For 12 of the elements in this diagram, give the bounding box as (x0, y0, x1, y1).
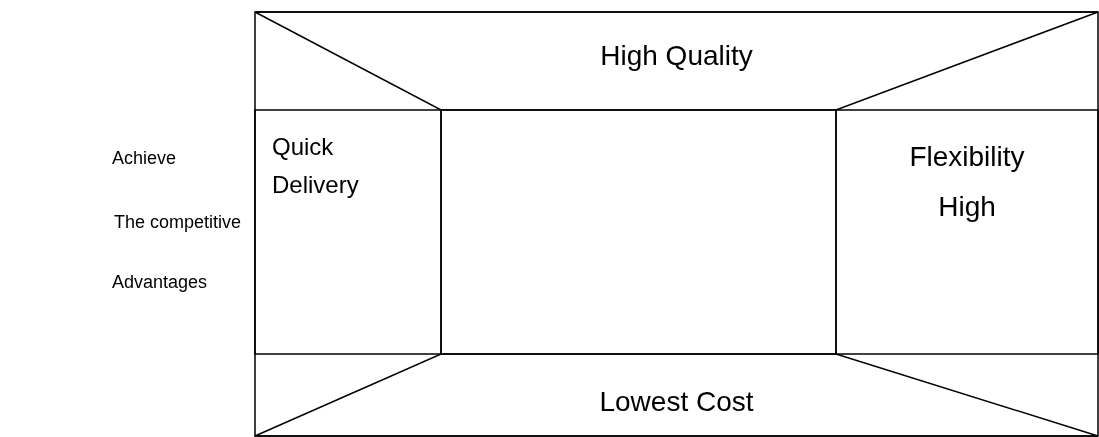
top-panel (255, 12, 1098, 110)
panel-label: Flexibility High (908, 140, 1026, 224)
center-panel (441, 110, 836, 354)
panel-label: Lowest Cost (598, 386, 755, 418)
side-note: Achieve (112, 148, 177, 169)
side-note: Advantages (112, 272, 208, 293)
side-note: The competitive (114, 212, 242, 233)
panel-label: Quick Delivery (272, 132, 360, 200)
panel-label: High Quality (599, 40, 754, 72)
right-panel (836, 110, 1098, 354)
bottom-panel (255, 354, 1098, 436)
left-panel (255, 110, 441, 354)
